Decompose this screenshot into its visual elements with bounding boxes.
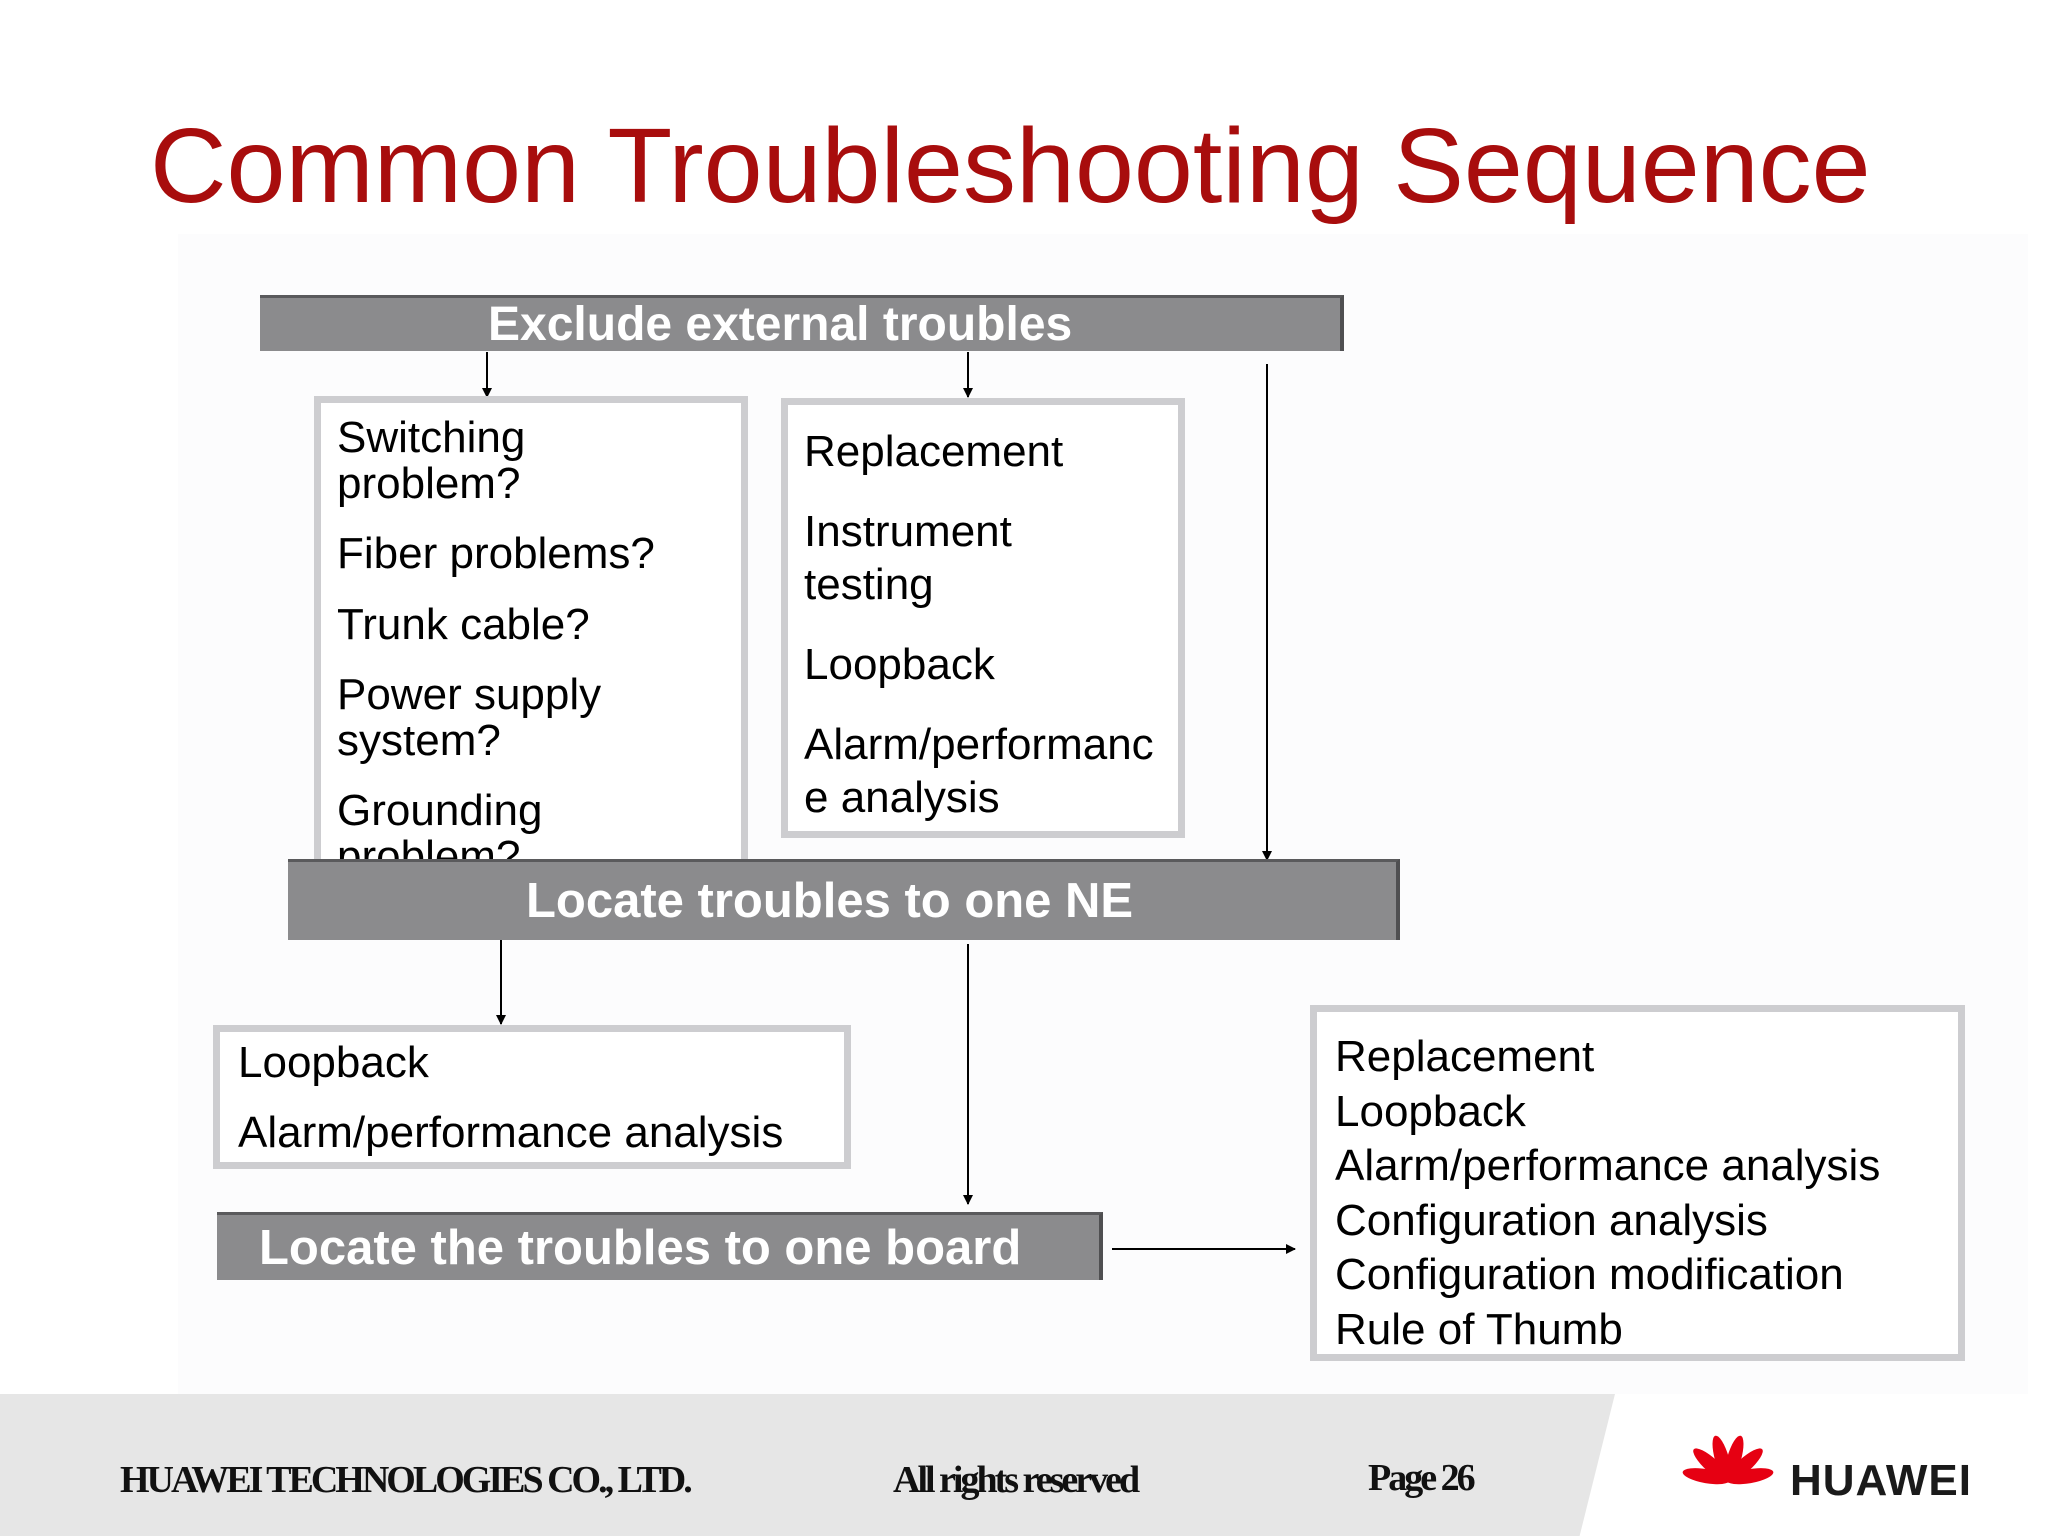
- list-item: Alarm/performance analysis: [1335, 1141, 1881, 1191]
- list-item: Power supply system?: [337, 669, 602, 765]
- list-item: Loopback: [1335, 1086, 1526, 1136]
- stage-label: Exclude external troubles: [488, 298, 1073, 351]
- list-item: Rule of Thumb: [1335, 1304, 1623, 1354]
- list-item: Switching problem?: [337, 413, 526, 509]
- list-item: Instrument testing: [804, 506, 1012, 610]
- stage-label: Locate the troubles to one board: [259, 1220, 1022, 1275]
- list-item: Fiber problems?: [337, 529, 655, 579]
- huawei-logo-icon: [1682, 1435, 1774, 1485]
- stage-locate-to-board: Locate the troubles to one board: [217, 1212, 1103, 1280]
- list-item: Replacement: [804, 427, 1064, 476]
- stage-label: Locate troubles to one NE: [526, 874, 1134, 928]
- list-item: Loopback: [804, 640, 995, 690]
- ne-methods-box: Loopback Alarm/performance analysis: [213, 1025, 851, 1169]
- list-item: Trunk cable?: [337, 599, 590, 649]
- external-methods-box: Replacement Instrument testing Loopback …: [781, 398, 1185, 838]
- footer-rights: All rights reserved: [893, 1459, 1140, 1501]
- list-item: Loopback: [238, 1038, 429, 1087]
- slide-title: Common Troubleshooting Sequence: [150, 107, 1871, 225]
- stage-locate-to-ne: Locate troubles to one NE: [288, 859, 1400, 940]
- footer-page-number: Page 26: [1368, 1457, 1476, 1499]
- list-item: Replacement: [1335, 1032, 1595, 1081]
- list-item: Alarm/performance analysis: [804, 719, 1154, 823]
- stage-exclude-external-troubles: Exclude external troubles: [260, 295, 1344, 351]
- list-item: Configuration analysis: [1335, 1195, 1768, 1245]
- list-item: Configuration modification: [1335, 1250, 1844, 1300]
- huawei-logo-text: HUAWEI: [1790, 1456, 1972, 1505]
- board-methods-box: Replacement Loopback Alarm/performance a…: [1310, 1005, 1965, 1361]
- external-checks-box: Switching problem? Fiber problems? Trunk…: [314, 396, 748, 866]
- footer-company: HUAWEI TECHNOLOGIES CO., LTD.: [120, 1459, 693, 1501]
- list-item: Alarm/performance analysis: [238, 1108, 784, 1158]
- list-item: Grounding problem?: [337, 786, 543, 866]
